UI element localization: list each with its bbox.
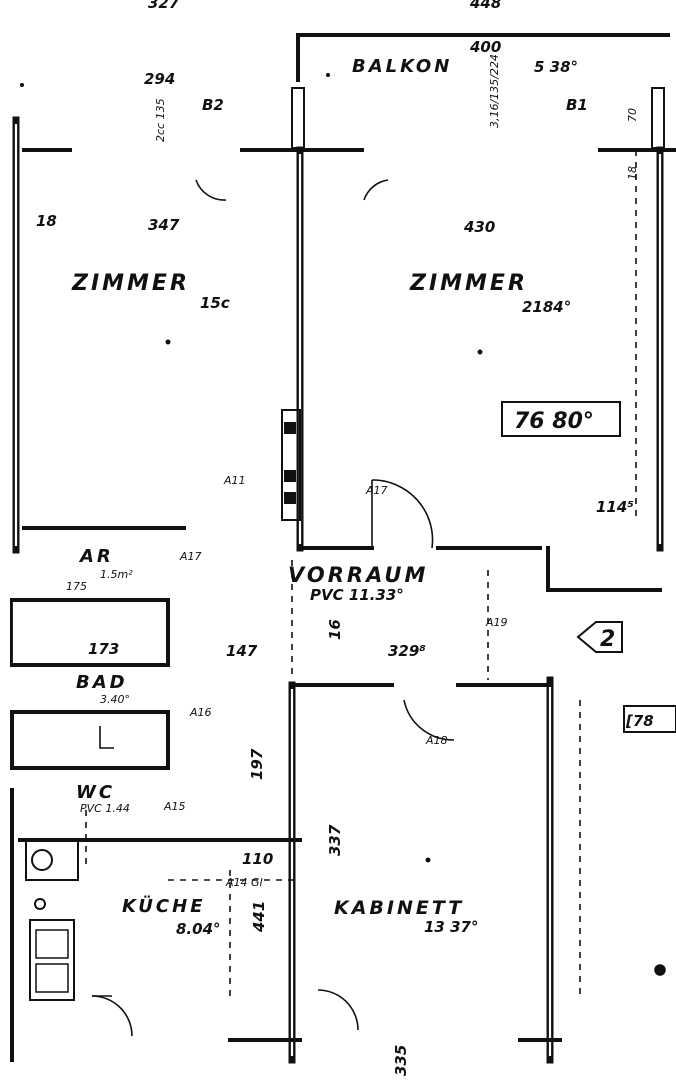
dim-zimmer-right-width: 430 [463,218,495,236]
marks [20,73,666,976]
dim-balkon-a: 400 [469,38,501,56]
room-name-zimmer-right: ZIMMER [409,271,528,296]
fixtures [25,409,301,1001]
dim-ar: 175 [66,580,87,593]
code-kabinett: A18 [425,734,448,747]
dim-balkon-c: 3,16/135/224 [488,54,501,128]
area-zimmer-left: 15c [200,294,230,312]
side-dim-0: 197 [248,748,266,780]
total-area: 76 80° [514,409,594,434]
unit-tag [576,621,623,653]
doors [91,179,455,1037]
misc-label-4: A15 [163,800,186,813]
code-bad: A16 [189,706,212,719]
room-name-kabinett: KABINETT [334,897,464,919]
dim-kabinett: 337 [326,824,344,856]
area-ar: 1.5m² [100,568,133,581]
area-kueche: 8.04° [176,920,221,938]
floor-vorraum: PVC 11.33° [310,586,404,604]
room-name-zimmer-left: ZIMMER [71,271,190,296]
top-dim-0: 327 [148,0,180,12]
dim-vorraum-b: 329⁸ [388,642,426,660]
edge-label: [78 [625,712,654,730]
total-area-box [501,401,621,437]
room-name-vorraum: VORRAUM [288,563,428,587]
dim-balkon-b: 5 38° [534,58,578,76]
side-dim-3: 114⁵ [596,498,634,516]
area-zimmer-right: 2184° [522,298,571,316]
top-dim-1: 448 [469,0,501,12]
area-kabinett: 13 37° [424,918,478,936]
unit-number: 2 [600,627,615,652]
room-name-bad: BAD [76,672,128,693]
dim-zimmer-right-h: 18 [626,166,639,180]
misc-label-3: A17 [179,550,202,563]
label-b2: B2 [202,96,224,114]
side-dim-2: 335 [392,1045,410,1076]
dim-zimmer-left-side: 2cc 135 [154,98,167,142]
edge-label-box [623,705,676,733]
label-b1: B1 [566,96,588,114]
dashed-lines [85,150,637,1000]
room-name-ar: AR [78,546,114,567]
dim-kueche: 110 [242,850,273,868]
room-name-wc: WC [76,782,115,803]
side-dim-1: 441 [250,901,268,933]
walls [10,33,676,1064]
dim-zimmer-left-h: 18 [36,212,57,230]
misc-label-0: A11 [223,474,246,487]
dim-bad: 173 [88,640,119,658]
dim-vorraum-a: 147 [226,642,258,660]
floor-wc: PVC 1.44 [80,802,130,815]
dim-zimmer-left-width: 347 [148,216,180,234]
dim-zimmer-left-top: 294 [144,70,175,88]
dim-vorraum-c: 16 [326,619,344,640]
area-bad: 3.40° [100,693,130,706]
room-name-kueche: KÜCHE [122,895,206,917]
misc-label-2: A19 [485,616,508,629]
room-name-balkon: BALKON [352,56,452,77]
misc-label-1: A17 [365,484,388,497]
code-kueche: A14 Gl [225,876,263,889]
dim-zimmer-right-h2: 70 [626,108,639,122]
